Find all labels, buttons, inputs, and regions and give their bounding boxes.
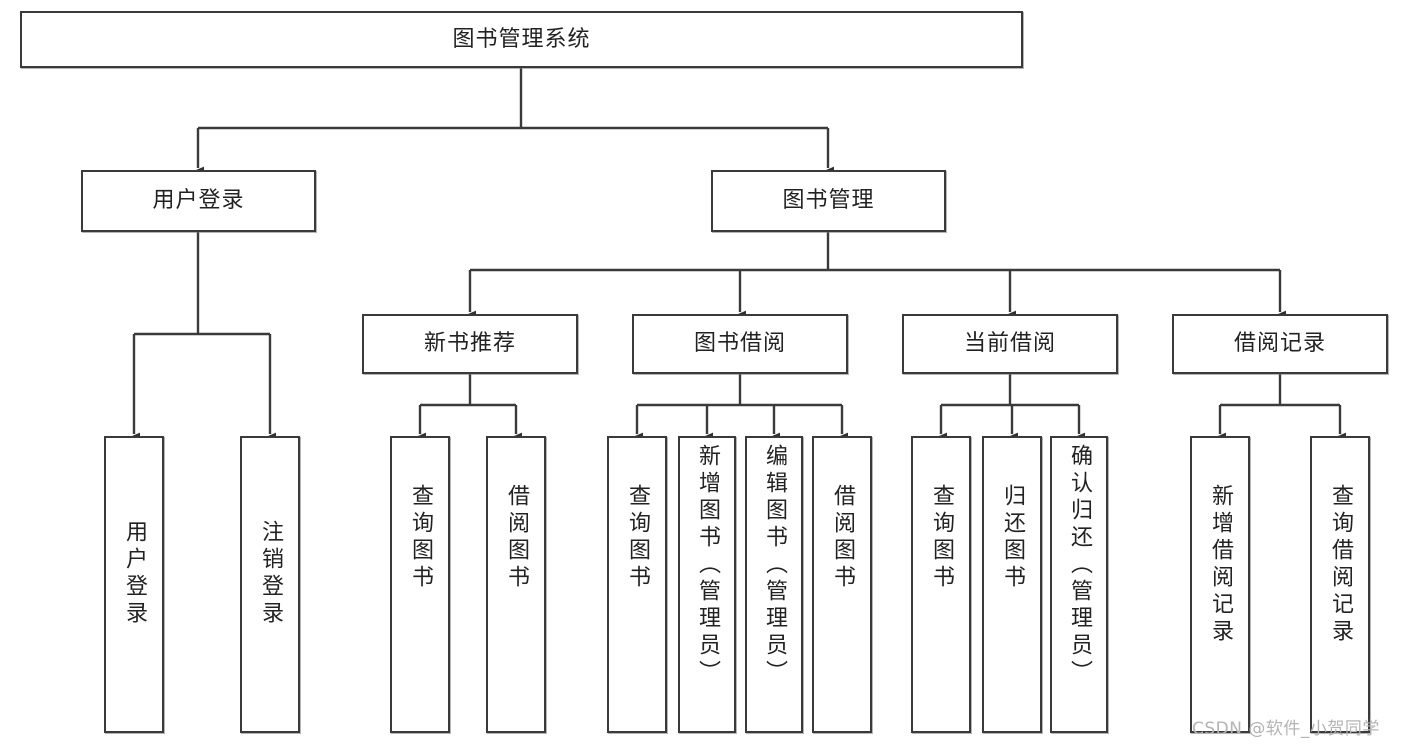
node-borrow-record[interactable]: 借阅记录 [1172, 314, 1388, 374]
node-label: 用户登录 [152, 188, 245, 214]
node-leaf-return-book[interactable]: 归还图书 [982, 436, 1042, 733]
node-leaf-confirm-return[interactable]: 确认归还（管理员） [1050, 436, 1108, 733]
node-label: 借阅图书 [830, 484, 855, 592]
watermark: CSDN @软件_小贺同学 [1192, 719, 1380, 739]
node-new-book-recommend[interactable]: 新书推荐 [362, 314, 578, 374]
node-label: 图书管理 [782, 188, 875, 214]
node-leaf-add-borrow-record[interactable]: 新增借阅记录 [1190, 436, 1250, 733]
node-leaf-user-login[interactable]: 用户登录 [104, 436, 164, 733]
node-leaf-borrow-book-2[interactable]: 借阅图书 [812, 436, 872, 733]
node-leaf-user-logout[interactable]: 注销登录 [240, 436, 300, 733]
node-label: 查询借阅记录 [1328, 484, 1353, 646]
node-label: 新书推荐 [423, 331, 516, 357]
node-leaf-add-book[interactable]: 新增图书（管理员） [678, 436, 736, 733]
node-label: 新增借阅记录 [1208, 484, 1233, 646]
node-label: 查询图书 [929, 484, 954, 592]
node-label: 借阅图书 [504, 484, 529, 592]
node-label: 图书借阅 [693, 331, 786, 357]
node-user-login[interactable]: 用户登录 [81, 170, 316, 232]
node-leaf-query-book-1[interactable]: 查询图书 [390, 436, 450, 733]
node-current-borrow[interactable]: 当前借阅 [902, 314, 1118, 374]
node-label: 注销登录 [258, 520, 283, 628]
node-label: 用户登录 [122, 520, 147, 628]
node-label: 归还图书 [1000, 484, 1025, 592]
node-leaf-query-borrow-record[interactable]: 查询借阅记录 [1310, 436, 1370, 733]
node-label: 编辑图书（管理员） [762, 444, 787, 687]
node-leaf-borrow-book-1[interactable]: 借阅图书 [486, 436, 546, 733]
node-leaf-query-book-3[interactable]: 查询图书 [911, 436, 971, 733]
node-leaf-edit-book[interactable]: 编辑图书（管理员） [745, 436, 803, 733]
node-book-manage[interactable]: 图书管理 [711, 170, 946, 232]
node-label: 借阅记录 [1233, 331, 1326, 357]
node-leaf-query-book-2[interactable]: 查询图书 [607, 436, 667, 733]
node-label: 确认归还（管理员） [1067, 444, 1092, 687]
node-book-borrow[interactable]: 图书借阅 [632, 314, 848, 374]
node-label: 当前借阅 [963, 331, 1056, 357]
node-label: 查询图书 [625, 484, 650, 592]
node-root[interactable]: 图书管理系统 [20, 11, 1023, 68]
node-label: 图书管理系统 [452, 26, 591, 52]
node-label: 查询图书 [408, 484, 433, 592]
node-label: 新增图书（管理员） [695, 444, 720, 687]
